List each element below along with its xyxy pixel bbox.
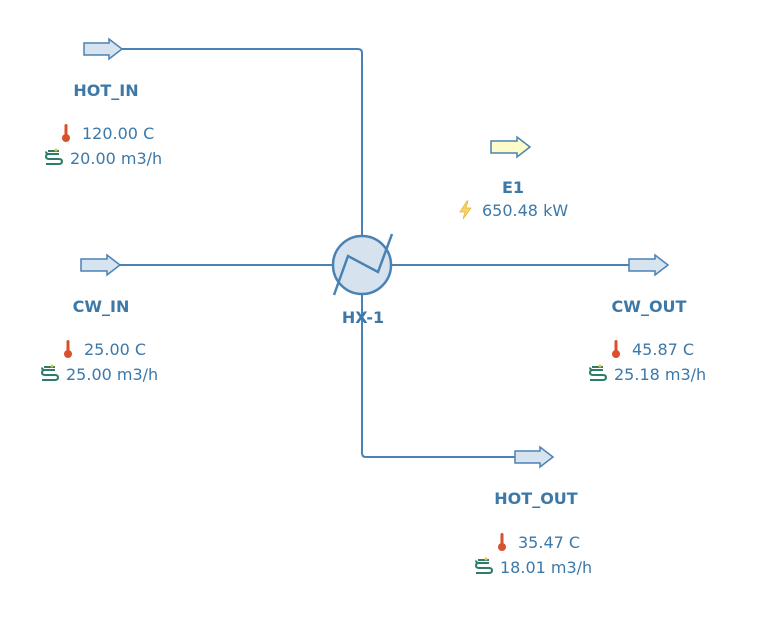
- energy-duty: 650.48 kW: [482, 200, 569, 220]
- energy-value-row: 650.48 kW: [456, 200, 568, 220]
- stream-line-hot-in[interactable]: [122, 48, 363, 236]
- stream-temperature-row-cw-out: 45.87 C: [606, 339, 694, 359]
- stream-flow: 25.00 m3/h: [66, 364, 159, 384]
- thermometer-icon: [64, 340, 72, 358]
- flow-hose-icon: [40, 364, 60, 381]
- lightning-bolt-icon: [459, 200, 472, 220]
- stream-arrow-hot-out[interactable]: [514, 445, 555, 469]
- stream-temperature: 35.47 C: [518, 532, 581, 552]
- stream-temperature: 120.00 C: [82, 123, 155, 143]
- stream-flow-row-cw-in: 25.00 m3/h: [40, 364, 158, 384]
- energy-label: E1: [501, 178, 525, 197]
- stream-flow: 18.01 m3/h: [500, 557, 593, 577]
- stream-temperature-row-cw-in: 25.00 C: [58, 339, 146, 359]
- stream-label-cw-in: CW_IN: [72, 297, 130, 316]
- stream-label-cw-out: CW_OUT: [611, 297, 687, 316]
- flow-hose-icon: [588, 364, 608, 381]
- stream-flow-row-cw-out: 25.18 m3/h: [588, 364, 706, 384]
- stream-flow-row-hot-in: 20.00 m3/h: [44, 148, 162, 168]
- energy-arrow-e1[interactable]: [490, 135, 532, 159]
- stream-line-hot-out[interactable]: [361, 294, 515, 458]
- stream-temperature-row-hot-in: 120.00 C: [56, 123, 154, 143]
- stream-flow: 20.00 m3/h: [70, 148, 163, 168]
- thermometer-icon: [62, 124, 70, 142]
- heat-exchanger-icon[interactable]: [331, 233, 394, 296]
- stream-arrow-cw-in[interactable]: [80, 253, 122, 277]
- thermometer-icon: [612, 340, 620, 358]
- stream-temperature: 25.00 C: [84, 339, 147, 359]
- flow-hose-icon: [44, 148, 64, 165]
- stream-arrow-cw-out[interactable]: [628, 253, 670, 277]
- stream-flow: 25.18 m3/h: [614, 364, 707, 384]
- unit-label: HX-1: [341, 308, 385, 327]
- stream-flow-row-hot-out: 18.01 m3/h: [474, 557, 592, 577]
- stream-label-hot-in: HOT_IN: [73, 81, 139, 100]
- stream-temperature: 45.87 C: [632, 339, 695, 359]
- thermometer-icon: [498, 533, 506, 551]
- stream-label-hot-out: HOT_OUT: [494, 489, 578, 508]
- stream-arrow-hot-in[interactable]: [83, 37, 124, 61]
- flow-hose-icon: [474, 557, 494, 574]
- stream-temperature-row-hot-out: 35.47 C: [492, 532, 580, 552]
